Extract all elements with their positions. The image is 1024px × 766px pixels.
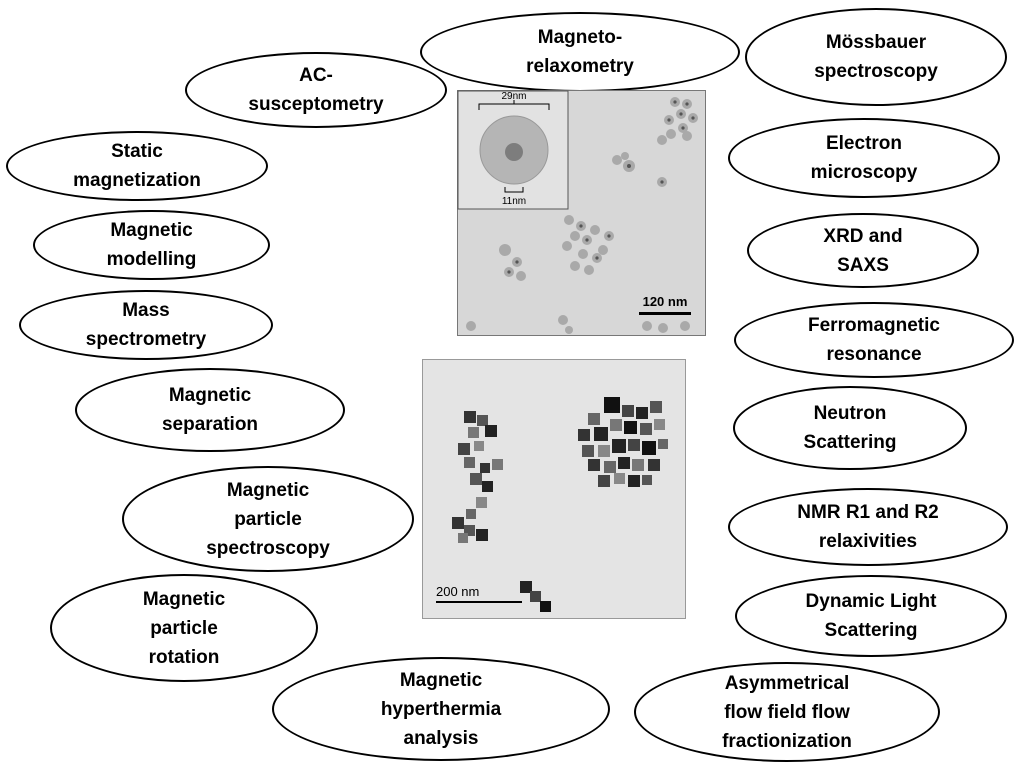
method-electron-microscopy: Electron microscopy bbox=[728, 118, 1000, 198]
tem-bottom-cluster-left bbox=[452, 411, 503, 543]
tem-bottom-scale-bar bbox=[436, 601, 522, 603]
method-mossbauer-spectroscopy: Mössbauer spectroscopy bbox=[745, 8, 1007, 106]
method-label: Mössbauer spectroscopy bbox=[814, 32, 938, 82]
inset-outer-label: 29nm bbox=[501, 91, 526, 102]
method-label: Magnetic particle rotation bbox=[142, 588, 226, 668]
method-label: Asymmetrical flow field flow fractioniza… bbox=[722, 672, 852, 752]
method-ferromagnetic-resonance: Ferromagnetic resonance bbox=[734, 302, 1014, 378]
method-label: Magneto- relaxometry bbox=[526, 27, 634, 77]
method-magnetic-modelling: Magnetic modelling bbox=[33, 210, 270, 280]
inset-core-label: 11nm bbox=[502, 196, 526, 207]
method-label: Mass spectrometry bbox=[85, 300, 207, 350]
tem-image-bottom: 200 nm bbox=[422, 359, 686, 619]
method-magnetic-hyperthermia: Magnetic hyperthermia analysis bbox=[272, 657, 610, 761]
tem-top-scale-bar bbox=[639, 312, 691, 315]
method-label: NMR R1 and R2 relaxivities bbox=[797, 502, 939, 552]
method-label: Neutron Scattering bbox=[803, 403, 897, 453]
method-af4: Asymmetrical flow field flow fractioniza… bbox=[634, 662, 940, 762]
tem-bottom-scale-label: 200 nm bbox=[436, 584, 479, 599]
method-dynamic-light-scattering: Dynamic Light Scattering bbox=[735, 575, 1007, 657]
method-label: AC- susceptometry bbox=[248, 65, 384, 115]
method-label: Magnetic hyperthermia analysis bbox=[380, 669, 502, 749]
method-label: Magnetic modelling bbox=[106, 220, 197, 270]
method-mass-spectrometry: Mass spectrometry bbox=[19, 290, 273, 360]
method-label: Electron microscopy bbox=[810, 133, 918, 183]
tem-top-scale-label: 120 nm bbox=[643, 294, 688, 309]
method-magnetic-particle-rotation: Magnetic particle rotation bbox=[50, 574, 318, 682]
tem-top-particles bbox=[466, 97, 698, 334]
method-xrd-saxs: XRD and SAXS bbox=[747, 213, 979, 288]
method-label: Static magnetization bbox=[73, 141, 201, 191]
method-magnetic-separation: Magnetic separation bbox=[75, 368, 345, 452]
method-label: XRD and SAXS bbox=[823, 225, 903, 276]
method-magnetic-particle-spectroscopy: Magnetic particle spectroscopy bbox=[122, 466, 414, 572]
method-ac-susceptometry: AC- susceptometry bbox=[185, 52, 447, 128]
method-neutron-scattering: Neutron Scattering bbox=[733, 386, 967, 470]
method-label: Magnetic separation bbox=[161, 385, 259, 435]
tem-bottom-cluster-right bbox=[578, 397, 668, 487]
method-label: Ferromagnetic resonance bbox=[808, 315, 940, 365]
method-magneto-relaxometry: Magneto- relaxometry bbox=[420, 12, 740, 92]
method-static-magnetization: Static magnetization bbox=[6, 131, 268, 201]
tem-bottom-cluster-small bbox=[520, 581, 551, 612]
method-label: Magnetic particle spectroscopy bbox=[206, 479, 330, 559]
tem-bottom-graphic: 200 nm bbox=[422, 359, 686, 619]
tem-image-top: 29nm 11nm bbox=[457, 90, 706, 336]
method-nmr-relaxivities: NMR R1 and R2 relaxivities bbox=[728, 488, 1008, 566]
inset-particle-core bbox=[505, 143, 523, 161]
tem-top-graphic: 29nm 11nm bbox=[457, 90, 706, 336]
method-label: Dynamic Light Scattering bbox=[805, 591, 937, 641]
